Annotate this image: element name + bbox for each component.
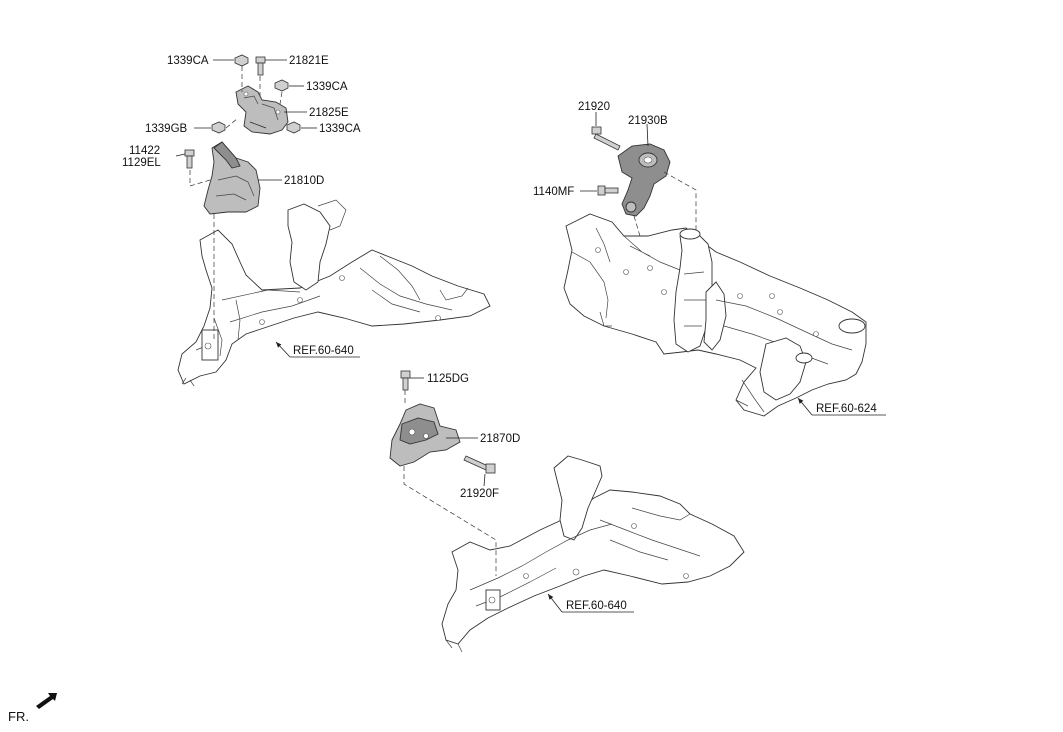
part-label-11422: 11422 [129, 145, 160, 157]
bolt-21920 [591, 126, 621, 151]
reference-label-right[interactable]: REF.60-624 [816, 403, 877, 415]
nut-1339ca-c [286, 121, 301, 134]
part-label-1140mf: 1140MF [533, 186, 574, 198]
bolt-21821e [255, 56, 266, 76]
part-label-21920f: 21920F [460, 488, 499, 500]
nut-1339ca-a [234, 54, 249, 67]
part-label-1129el: 1129EL [122, 157, 161, 169]
part-label-1339ca-b: 1339CA [306, 81, 348, 93]
subframe-crossmember [563, 213, 867, 417]
part-label-21821e: 21821E [289, 55, 329, 67]
part-label-21870d: 21870D [480, 433, 520, 445]
bolt-1140mf [597, 185, 619, 196]
bolt-21920f [463, 455, 496, 474]
part-label-1339ca-a: 1339CA [167, 55, 209, 67]
part-label-1125dg: 1125DG [427, 373, 469, 385]
engine-mount-bracket-21825e [235, 85, 289, 135]
reference-label-bottom[interactable]: REF.60-640 [566, 600, 627, 612]
roll-rod-bracket-21930b [617, 143, 671, 217]
left-side-member-frame [177, 199, 491, 387]
nut-1339ca-b [274, 79, 289, 92]
front-direction-label: FR. [8, 709, 29, 724]
engine-mount-21810d [203, 141, 261, 215]
part-label-21825e: 21825E [309, 107, 349, 119]
bolt-11422 [184, 149, 195, 169]
bottom-side-member-frame [441, 455, 745, 653]
front-direction-arrow-icon [36, 693, 57, 709]
stud-21825e [249, 121, 267, 129]
reference-label-left[interactable]: REF.60-640 [293, 345, 354, 357]
part-label-1339ca-c: 1339CA [319, 123, 361, 135]
part-label-21930b: 21930B [628, 115, 668, 127]
nut-1339gb [211, 121, 226, 134]
part-label-1339gb: 1339GB [145, 123, 188, 135]
bolt-1125dg [400, 370, 411, 391]
transmission-mount-21870d [389, 403, 461, 467]
part-label-21920: 21920 [578, 101, 610, 113]
part-label-21810d: 21810D [284, 175, 324, 187]
